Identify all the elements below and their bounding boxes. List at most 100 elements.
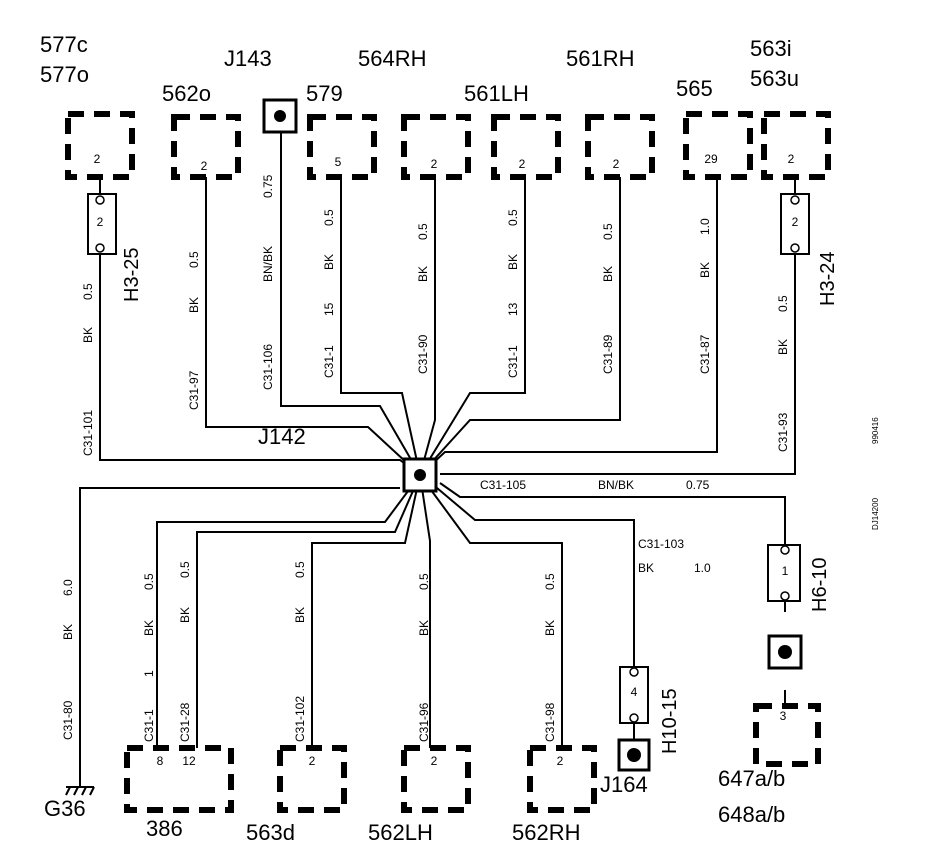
label-386: 386 [146, 816, 183, 841]
wire-c31-103-color: BK [638, 561, 654, 575]
connector-579-pin: 5 [335, 155, 342, 169]
wire-c31-89-color: BK [601, 266, 615, 282]
connector-579 [307, 114, 377, 180]
wire-c31-28 [196, 474, 421, 748]
fuse-h3-24-term-bottom [790, 243, 800, 253]
wire-c31-96-circuit: C31-96 [417, 702, 431, 742]
fuse-h3-25-pin: 2 [97, 215, 104, 229]
label-648ab: 648a/b [718, 802, 785, 827]
wire-c31-105 [439, 482, 786, 546]
label-j164: J164 [600, 772, 648, 797]
label-563u: 563u [750, 66, 799, 91]
wire-c31-105-size: 0.75 [686, 478, 710, 492]
label-j143: J143 [224, 46, 272, 71]
wire-c31-80-color: BK [61, 624, 75, 640]
connector-647 [753, 703, 821, 767]
wire-c31-96 [419, 474, 431, 748]
connector-565 [683, 111, 753, 180]
label-577o: 577o [40, 62, 89, 87]
wire-c31-1-561-size: 0.5 [506, 209, 520, 226]
wire-c31-1-579-pin: 15 [322, 302, 336, 316]
wire-c31-1-561-pin: 13 [506, 302, 520, 316]
wire-c31-28-color: BK [178, 607, 192, 623]
wire-c31-1-386 [156, 474, 421, 748]
connector-562o-pin: 2 [201, 159, 208, 173]
label-j142: J142 [258, 424, 306, 449]
connector-562rh-pin: 2 [557, 754, 564, 768]
fuse-h6-10-pin: 1 [782, 564, 789, 578]
label-h10-15: H10-15 [659, 688, 681, 754]
connector-561rh [585, 114, 655, 180]
connector-577 [65, 111, 135, 180]
label-562rh: 562RH [512, 820, 580, 845]
wire-c31-89-size: 0.5 [601, 223, 615, 240]
wire-c31-80 [79, 487, 400, 787]
wire-c31-103-circuit: C31-103 [638, 537, 684, 551]
connector-561lh [491, 114, 561, 180]
connector-386-pin-a: 8 [157, 754, 164, 768]
label-564rh: 564RH [358, 46, 426, 71]
side-code-2: DJ14200 [871, 497, 880, 530]
wire-c31-97 [205, 177, 421, 476]
wire-c31-102-circuit: C31-102 [293, 696, 307, 742]
wire-c31-93-circuit: C31-93 [776, 412, 790, 452]
wire-c31-98-size: 0.5 [543, 573, 557, 590]
connector-561lh-pin: 2 [519, 157, 526, 171]
fuse-h10-15-pin: 4 [631, 685, 638, 699]
connector-563 [761, 111, 831, 180]
wire-c31-87-circuit: C31-87 [698, 334, 712, 374]
wire-c31-103-size: 1.0 [694, 561, 711, 575]
label-579: 579 [306, 81, 343, 106]
wire-c31-1-579-circuit: C31-1 [322, 345, 336, 378]
connector-564rh [401, 114, 471, 180]
connector-563-pin: 2 [788, 152, 795, 166]
splice-h6-dot [778, 645, 792, 659]
label-563i: 563i [750, 36, 792, 61]
label-562lh: 562LH [368, 820, 433, 845]
label-h3-25: H3-25 [121, 248, 143, 302]
label-h3-24: H3-24 [817, 252, 839, 306]
connector-562lh-pin: 2 [431, 754, 438, 768]
label-562o: 562o [162, 81, 211, 106]
connector-564rh-pin: 2 [431, 157, 438, 171]
wire-c31-90 [419, 177, 436, 476]
fuse-h10-15-term-top [629, 667, 639, 677]
connector-563d [277, 745, 347, 813]
fuse-h3-24-pin: 2 [792, 215, 799, 229]
wire-c31-98-color: BK [543, 620, 557, 636]
wire-c31-97-circuit: C31-97 [187, 370, 201, 410]
label-563d: 563d [246, 820, 295, 845]
wire-c31-105-color: BN/BK [598, 478, 634, 492]
connector-386 [124, 745, 234, 813]
fuse-h3-24-term-top [790, 195, 800, 205]
wire-c31-106-size: 0.75 [261, 174, 275, 198]
wire-c31-103 [436, 487, 635, 666]
wire-c31-1-561-circuit: C31-1 [506, 345, 520, 378]
wire-c31-96-color: BK [417, 620, 431, 636]
fuse-h10-15-term-bottom [629, 713, 639, 723]
wire-c31-105-circuit: C31-105 [480, 478, 526, 492]
wire-c31-106 [280, 130, 421, 476]
fuse-h6-10-term-bottom [780, 591, 790, 601]
wire-c31-89 [419, 177, 621, 476]
wire-c31-1-386-color: BK [142, 620, 156, 636]
wire-c31-1-561-color: BK [506, 254, 520, 270]
connector-562lh [401, 745, 471, 813]
wire-c31-80-circuit: C31-80 [61, 700, 75, 740]
connector-565-pin: 29 [704, 152, 718, 166]
connector-j164-dot [627, 748, 641, 762]
label-561rh: 561RH [566, 46, 634, 71]
side-code-1: 990416 [871, 417, 880, 444]
wire-c31-90-size: 0.5 [416, 223, 430, 240]
wire-c31-97-size: 0.5 [187, 251, 201, 268]
j142-splice-dot [414, 469, 426, 481]
wire-c31-1-386-size: 0.5 [142, 573, 156, 590]
connector-561rh-pin: 2 [613, 157, 620, 171]
wire-c31-98-circuit: C31-98 [543, 702, 557, 742]
fuse-h3-25-term-bottom [95, 243, 105, 253]
wire-c31-87 [419, 177, 718, 476]
connector-647-pin: 3 [780, 709, 787, 723]
wire-c31-102-color: BK [293, 607, 307, 623]
connector-563d-pin: 2 [309, 754, 316, 768]
